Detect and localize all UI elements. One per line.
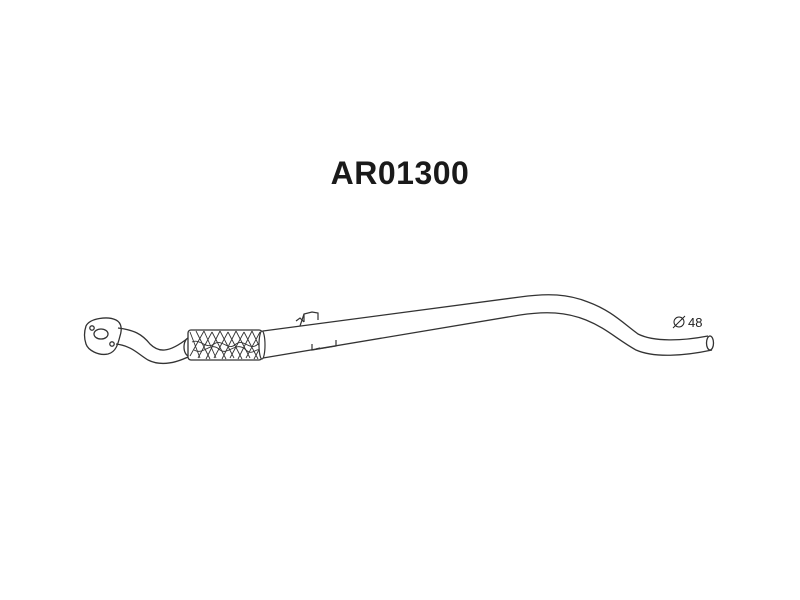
front-bend-pipe: [115, 327, 195, 365]
pipe-flange: [83, 317, 122, 356]
diameter-icon: [672, 315, 686, 329]
diameter-annotation: 48: [672, 315, 702, 330]
lower-bracket: [311, 340, 337, 351]
hanger-bracket: [295, 311, 319, 327]
main-pipe: [262, 294, 715, 359]
diameter-value: 48: [688, 315, 702, 330]
flex-braid-section: [187, 329, 266, 361]
part-number-title: AR01300: [330, 155, 470, 191]
